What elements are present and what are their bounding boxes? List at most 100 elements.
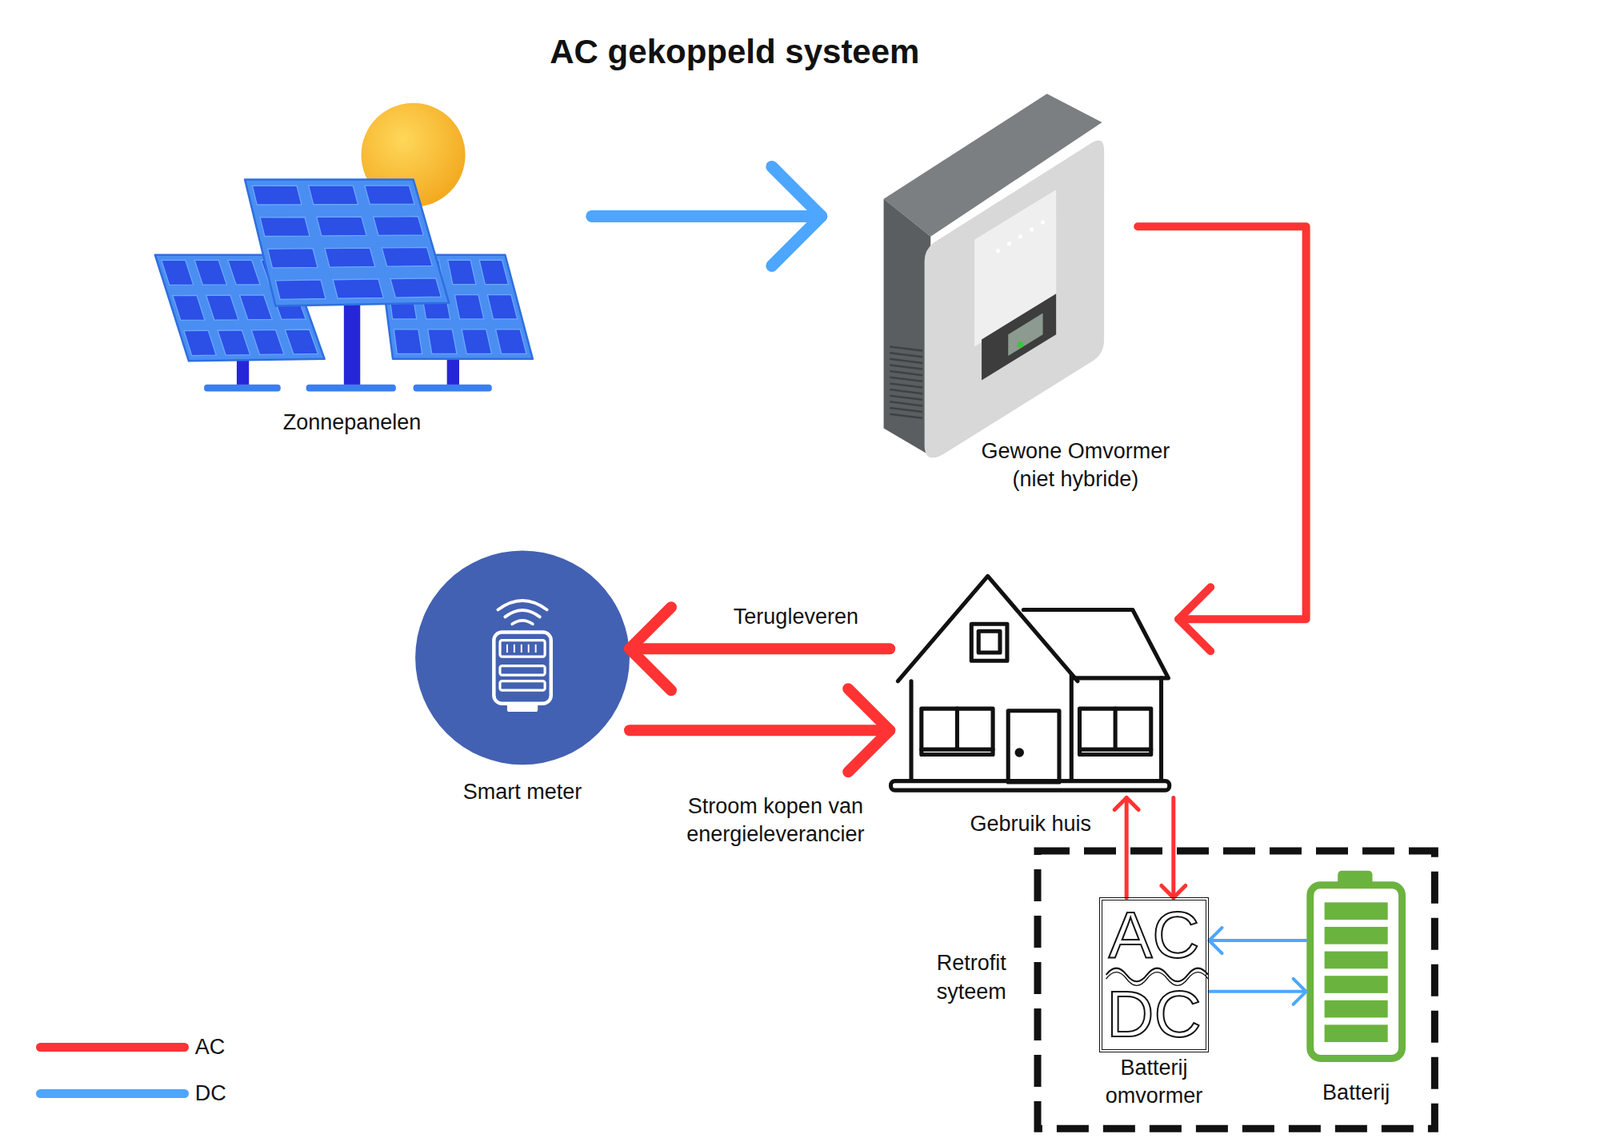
symbol-letters: AC	[1100, 902, 1208, 968]
diagram-title: AC gekoppeld systeem	[549, 32, 920, 72]
inverter-art	[889, 401, 923, 406]
inverter-art	[884, 93, 1105, 458]
house-art	[1008, 711, 1060, 783]
ac-connector	[1171, 797, 1176, 898]
dc-connector	[1208, 990, 1306, 994]
solar-panel-art	[461, 329, 492, 354]
inverter-art	[996, 248, 1000, 253]
battery-art	[1324, 1000, 1388, 1019]
dc-connector	[592, 210, 822, 223]
node-label: Smart meter	[420, 778, 625, 807]
solar-panel-art	[251, 329, 284, 355]
house-art	[978, 631, 1000, 653]
inverter: Gewone Omvormer (niet hybride)	[821, 89, 1138, 457]
inverter-art	[889, 352, 923, 357]
legend-label: DC	[195, 1081, 227, 1107]
ac-connector	[1124, 797, 1129, 898]
legend-label: AC	[195, 1035, 226, 1060]
ac-connector	[629, 724, 890, 736]
inverter-art	[1007, 241, 1012, 246]
ac-dc-wave	[1106, 968, 1209, 983]
inverter-art	[889, 347, 923, 419]
inverter-art	[889, 377, 923, 382]
solar-panel-art	[479, 260, 508, 284]
solar-panel-art	[364, 185, 415, 204]
smart-meter-art	[497, 600, 547, 610]
connector-label: Stroom kopen van energieleverancier	[653, 792, 897, 849]
house-art	[921, 708, 993, 755]
solar-panel-art	[373, 216, 424, 236]
node-label: Batterij omvormer	[1092, 1054, 1217, 1111]
house-art	[1079, 708, 1151, 750]
smart-meter-art	[507, 704, 538, 712]
dc-connector	[1208, 939, 1306, 943]
solar-panel-art	[268, 248, 318, 268]
battery-inverter: ACDCBatterij omvormer	[1099, 897, 1210, 1053]
ac-connector	[1137, 226, 1306, 620]
legend-swatch	[36, 1089, 189, 1099]
smart-meter-art	[415, 551, 630, 766]
inverter-art	[889, 389, 923, 394]
inverter-art	[889, 396, 923, 400]
inverter-art	[889, 408, 923, 412]
solar-panel-art	[184, 330, 216, 356]
smart-meter-art	[500, 666, 545, 676]
inverter-art	[889, 414, 923, 419]
solar-panel-art	[332, 279, 384, 299]
inverter-art	[981, 293, 1056, 380]
node-label: Retrofit syteem	[914, 949, 1029, 1006]
node-label: Zonnepanelen	[184, 408, 521, 437]
smart-meter-art	[504, 610, 540, 617]
ac-connector	[629, 643, 890, 655]
solar-panel-art	[275, 280, 326, 300]
inverter-art	[1040, 220, 1045, 224]
smart-meter-art	[507, 644, 536, 653]
solar-panel-art	[172, 295, 205, 320]
inverter-art	[889, 371, 923, 376]
symbol-letters: DC	[1100, 981, 1208, 1048]
inverter-art	[889, 383, 923, 388]
inverter-art	[1017, 341, 1024, 348]
battery-art	[1324, 902, 1388, 920]
solar-panel-art	[284, 329, 318, 355]
node-label: Gewone Omvormer (niet hybride)	[962, 437, 1189, 494]
solar-panel-art	[487, 295, 517, 320]
battery-art	[1310, 871, 1403, 1060]
house-art	[921, 708, 993, 750]
solar-panel-art	[155, 179, 533, 392]
solar-panel-art	[308, 185, 359, 205]
connector-label: Terugleveren	[696, 603, 896, 632]
solar-panel-art	[194, 260, 227, 285]
solar-panel-art	[316, 216, 367, 236]
smart-meter-art	[512, 620, 533, 624]
solar-panel-art	[324, 248, 376, 268]
retrofit-group: Retrofit syteemACDCBatterij omvormerBatt…	[1033, 847, 1439, 1133]
inverter-art	[889, 347, 923, 352]
house: Gebruik huis	[889, 569, 1179, 799]
solar-panel-art	[260, 216, 310, 236]
solar-panel-art	[413, 384, 492, 392]
solar-panel-art	[204, 384, 281, 392]
inverter-art	[924, 140, 1104, 459]
inverter-art	[1029, 227, 1034, 232]
solar-panel-art	[244, 179, 449, 306]
smart-meter-art	[493, 632, 551, 704]
house-art	[1079, 708, 1151, 755]
inverter-art	[1008, 312, 1043, 356]
legend-entry: DC	[36, 1075, 227, 1112]
node-label: Gebruik huis	[954, 810, 1108, 839]
solar-panel-art	[306, 384, 396, 392]
solar-panel-art	[390, 278, 441, 298]
house-art	[911, 675, 1162, 784]
smart-meter-art	[500, 681, 545, 691]
node-label: Batterij	[1295, 1079, 1418, 1108]
solar-panel-art	[217, 330, 251, 356]
smart-meter-art	[500, 640, 545, 657]
solar-panel-art	[161, 260, 194, 285]
legend-swatch	[36, 1043, 189, 1052]
solar-panel-art	[448, 260, 476, 284]
solar-panel-art	[428, 329, 457, 354]
